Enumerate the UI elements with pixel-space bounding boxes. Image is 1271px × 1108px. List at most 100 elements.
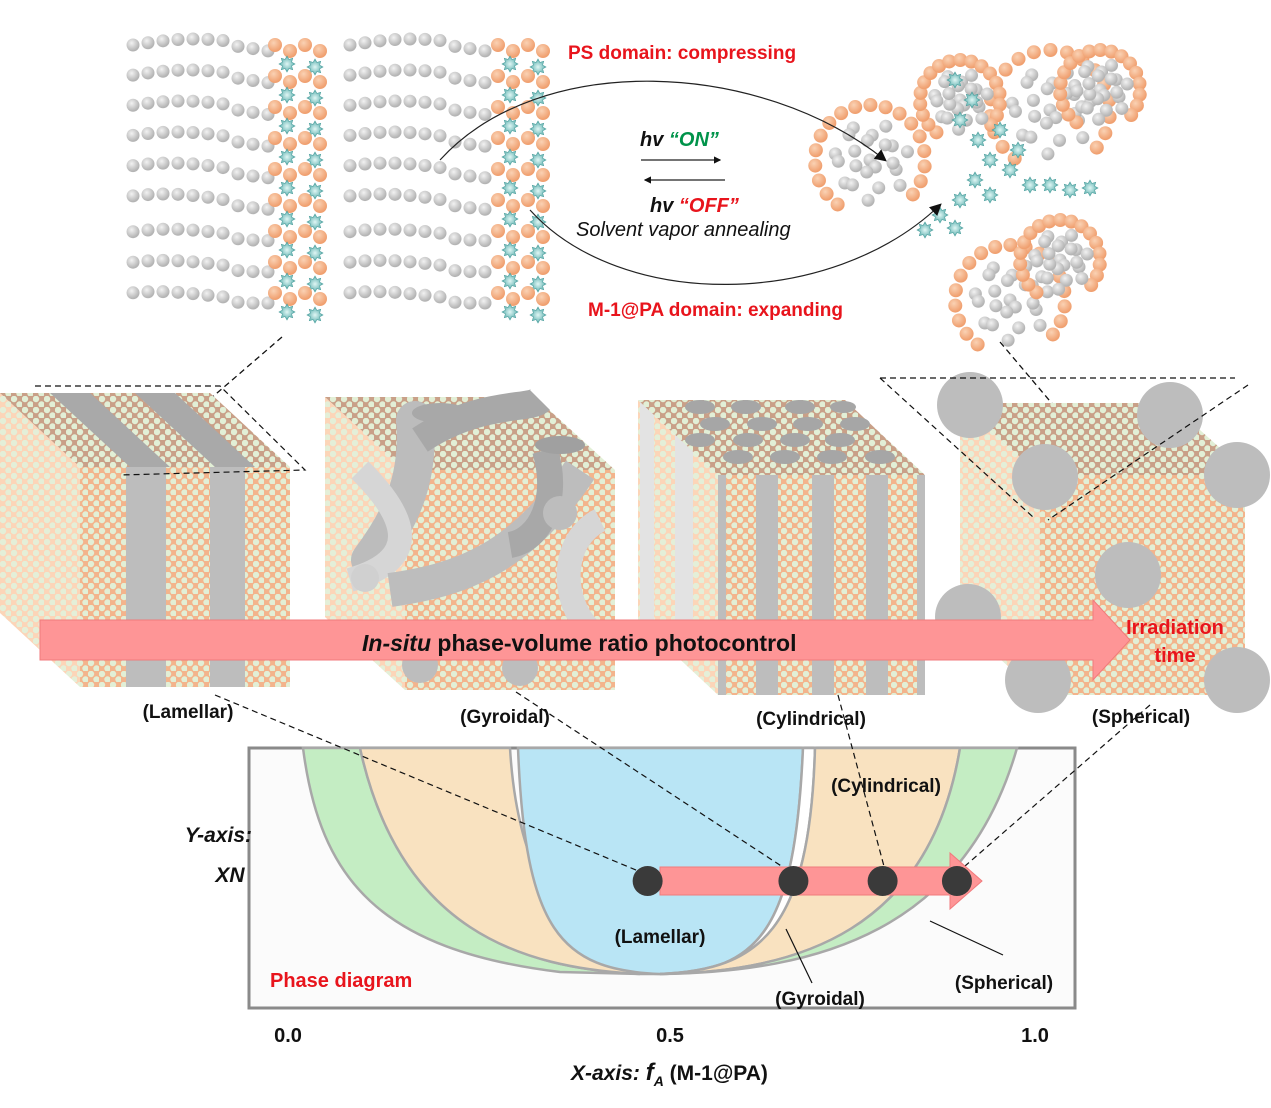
azobenzene-mesogen-icon [1021, 176, 1039, 194]
ps-bead [141, 157, 155, 171]
azobenzene-mesogen-icon [969, 131, 987, 149]
phase-diagram-title: Phase diagram [270, 970, 412, 992]
pa-bead [536, 44, 550, 58]
pa-bead [283, 168, 297, 182]
ps-bead [1115, 101, 1129, 115]
ps-bead [141, 188, 155, 202]
spherical-cube [879, 372, 1270, 713]
pa-bead [1057, 299, 1072, 314]
ps-bead [1028, 109, 1042, 123]
pa-bead [268, 255, 282, 269]
pa-bead [491, 162, 505, 176]
pa-bead [506, 44, 520, 58]
ps-bead [141, 285, 155, 299]
pa-bead [268, 69, 282, 83]
pa-bead [313, 261, 327, 275]
ps-bead [358, 254, 372, 268]
ps-bead [478, 139, 492, 153]
ps-bead [231, 39, 245, 53]
trajectory-point-cylindrical [867, 866, 898, 896]
pa-bead [506, 292, 520, 306]
ps-bead [418, 95, 432, 109]
ps-bead [156, 253, 170, 267]
ps-bead [463, 169, 477, 183]
ps-bead [463, 296, 477, 310]
ps-bead [418, 190, 432, 204]
ps-bead [216, 129, 230, 143]
ps-bead [126, 38, 140, 52]
azobenzene-mesogen-icon [306, 244, 324, 262]
pa-bead [1089, 235, 1104, 250]
ps-bead [975, 111, 989, 125]
pa-bead [878, 100, 893, 115]
ps-bead [358, 188, 372, 202]
ps-bead [156, 222, 170, 236]
pa-bead [1013, 245, 1028, 260]
x-axis-label: X-axis: fA (M-1@PA) [570, 1059, 768, 1089]
ps-bead [433, 65, 447, 79]
pa-bead [536, 75, 550, 89]
ps-bead [1040, 285, 1054, 299]
pa-bead [521, 38, 535, 52]
pa-bead [506, 261, 520, 275]
ps-bead [860, 133, 874, 147]
lamellar-chain-illustration-right [343, 32, 550, 324]
pa-bead [822, 115, 837, 130]
ps-bead [942, 87, 956, 101]
ps-bead [1099, 103, 1113, 117]
ps-bead [388, 187, 402, 201]
ps-bead [186, 126, 200, 140]
ps-bead [403, 94, 417, 108]
pa-bead [974, 246, 989, 261]
pa-domain-label: M-1@PA domain: expanding [588, 300, 843, 321]
ps-bead [171, 125, 185, 139]
pa-bead [913, 85, 928, 100]
ps-bead [980, 87, 994, 101]
ps-bead [186, 188, 200, 202]
pa-bead [313, 106, 327, 120]
ps-bead [848, 144, 862, 158]
pa-bead [848, 100, 863, 115]
cylindrical-cube-label: (Cylindrical) [756, 709, 866, 730]
azobenzene-mesogen-icon [981, 151, 999, 169]
ps-bead [418, 32, 432, 46]
pa-bead [917, 144, 932, 159]
ps-bead [478, 202, 492, 216]
ps-bead [171, 63, 185, 77]
ps-bead [403, 287, 417, 301]
ps-bead [965, 68, 979, 82]
ps-bead [171, 187, 185, 201]
ps-bead [463, 233, 477, 247]
ps-bead [343, 225, 357, 239]
ps-bead [1024, 130, 1038, 144]
azobenzene-mesogen-icon [501, 148, 519, 166]
ps-bead [433, 161, 447, 175]
ps-bead [448, 39, 462, 53]
ps-bead [1038, 235, 1052, 249]
pa-bead [536, 137, 550, 151]
ps-bead [171, 156, 185, 170]
ps-bead [201, 32, 215, 46]
ps-bead [358, 285, 372, 299]
trajectory-point-gyroidal [778, 866, 809, 896]
pa-bead [313, 292, 327, 306]
ps-bead [231, 167, 245, 181]
ps-bead [985, 318, 999, 332]
lamellar-chain-illustration-left [126, 32, 327, 324]
pa-bead [1132, 87, 1147, 102]
azobenzene-mesogen-icon [951, 111, 969, 129]
azobenzene-mesogen-icon [501, 179, 519, 197]
ps-bead [126, 68, 140, 82]
pa-bead [912, 129, 927, 144]
pa-bead [536, 230, 550, 244]
ps-bead [141, 127, 155, 141]
pa-bead [298, 224, 312, 238]
ps-bead [845, 178, 859, 192]
pa-bead [521, 131, 535, 145]
ps-bead [171, 94, 185, 108]
ps-bead [1040, 82, 1054, 96]
ps-bead [358, 157, 372, 171]
ps-bead [463, 105, 477, 119]
ps-bead [1012, 321, 1026, 335]
pa-bead [268, 224, 282, 238]
